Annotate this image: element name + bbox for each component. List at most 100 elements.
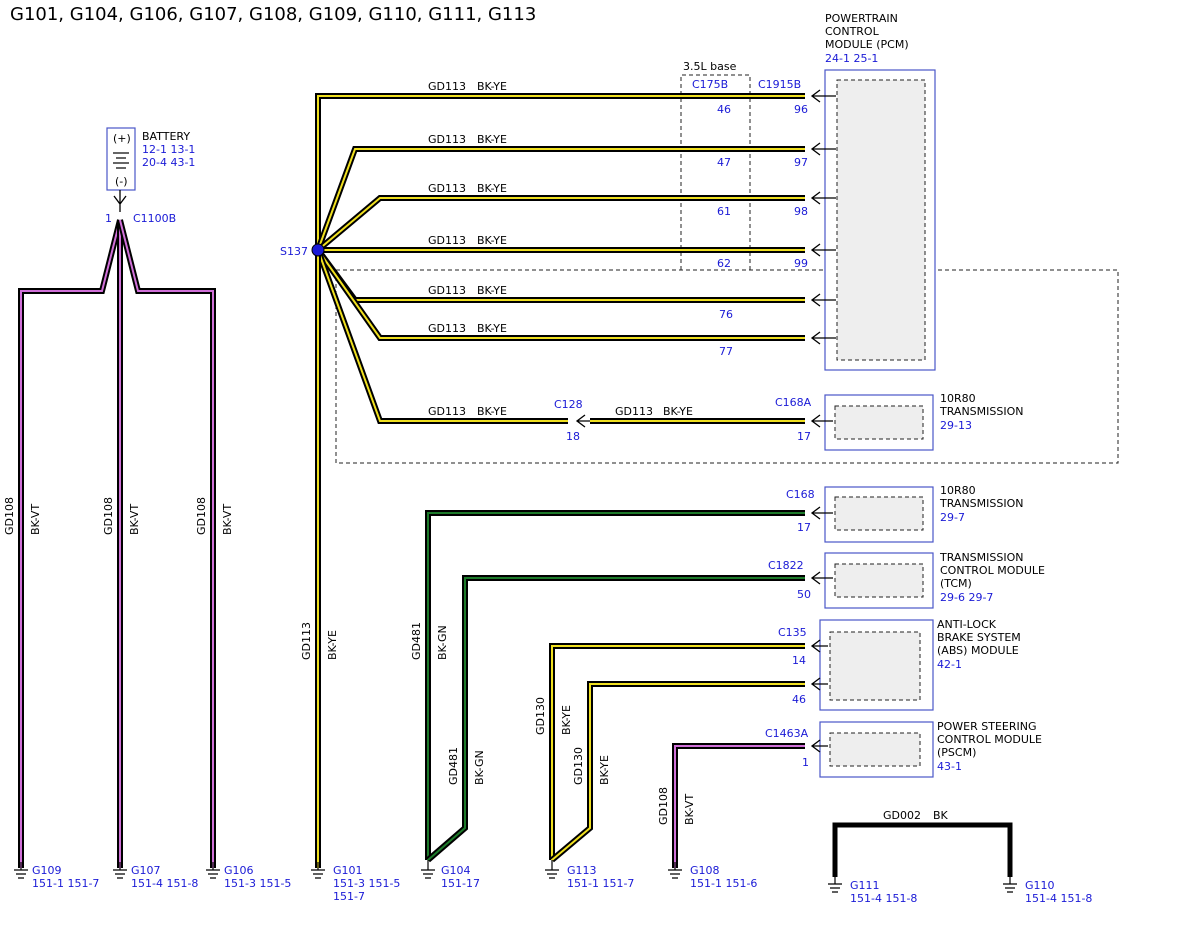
pin-number: 47: [717, 156, 731, 169]
connector-c1915b[interactable]: C1915B: [758, 78, 801, 91]
pin-number: 17: [797, 521, 811, 534]
pcm-name-line-3: MODULE (PCM): [825, 38, 909, 51]
ground-g107-label[interactable]: G107: [131, 864, 161, 877]
transmission-module-c168a[interactable]: 10R80 TRANSMISSION 29-13: [824, 392, 1023, 451]
battery-refs-1[interactable]: 12-1 13-1: [142, 143, 195, 156]
wire-gd130-c135-14: [549, 643, 805, 860]
pcm-module[interactable]: POWERTRAIN CONTROL MODULE (PCM) 24-1 25-…: [824, 12, 936, 371]
wire-label-gd130: GD130: [534, 697, 547, 735]
trans-a-refs[interactable]: 29-13: [940, 419, 972, 432]
wire-color-bkye: BK-YE: [477, 405, 507, 418]
ground-g101-refs[interactable]: 151-3 151-5: [333, 877, 400, 890]
battery[interactable]: (+) (-) BATTERY 12-1 13-1 20-4 43-1: [106, 127, 195, 191]
ground-g106-label[interactable]: G106: [224, 864, 254, 877]
ground-g113-refs[interactable]: 151-1 151-7: [567, 877, 634, 890]
wire-color-bkgn: BK-GN: [473, 750, 486, 785]
connector-labels: C175B C1915B 46 47 61 62 96 97 98 99 76 …: [105, 78, 815, 769]
pin-number: 98: [794, 205, 808, 218]
ground-g101-refs-2[interactable]: 151-7: [333, 890, 365, 903]
tcm-module[interactable]: TRANSMISSION CONTROL MODULE (TCM) 29-6 2…: [824, 551, 1045, 609]
ground-g113-label[interactable]: G113: [567, 864, 597, 877]
wire-color-bkye: BK-YE: [477, 284, 507, 297]
battery-refs-2[interactable]: 20-4 43-1: [142, 156, 195, 169]
pscm-line-3: (PSCM): [937, 746, 976, 759]
wire-label-gd113: GD113: [428, 133, 466, 146]
connector-c1100b[interactable]: C1100B: [133, 212, 176, 225]
wire-color-bkye: BK-YE: [663, 405, 693, 418]
ground-g106-refs[interactable]: 151-3 151-5: [224, 877, 291, 890]
connector-c128[interactable]: C128: [554, 398, 583, 411]
pcm-name-line-2: CONTROL: [825, 25, 880, 38]
pin-number: 62: [717, 257, 731, 270]
connector-c168[interactable]: C168: [786, 488, 815, 501]
wire-color-bk: BK: [933, 809, 949, 822]
wire-color-bkye: BK-YE: [477, 80, 507, 93]
ground-g108-refs[interactable]: 151-1 151-6: [690, 877, 757, 890]
connector-c1822[interactable]: C1822: [768, 559, 804, 572]
tcm-refs[interactable]: 29-6 29-7: [940, 591, 993, 604]
connector-c1463a[interactable]: C1463A: [765, 727, 809, 740]
wire-gd113-pcm-76: [315, 248, 805, 303]
ground-g107-refs[interactable]: 151-4 151-8: [131, 877, 198, 890]
abs-module[interactable]: ANTI-LOCK BRAKE SYSTEM (ABS) MODULE 42-1: [819, 618, 1021, 711]
wire-gd113-pcm-77: [315, 248, 805, 341]
wire-color-bkye: BK-YE: [326, 630, 339, 660]
wire-labels: GD113 BK-YE GD113 BK-YE GD113 BK-YE GD11…: [428, 80, 949, 822]
wire-gd113-pcm-97: [315, 146, 805, 252]
transmission-module-c168[interactable]: 10R80 TRANSMISSION 29-7: [824, 484, 1023, 543]
pin-number: 1: [105, 212, 112, 225]
ground-g111-label[interactable]: G111: [850, 879, 880, 892]
trans-a-line-2: TRANSMISSION: [939, 405, 1023, 418]
tcm-line-2: CONTROL MODULE: [940, 564, 1045, 577]
splice-s137-label[interactable]: S137: [280, 245, 308, 258]
wire-color-bkvt: BK-VT: [128, 504, 141, 535]
wire-gd108-g109: [18, 219, 123, 868]
ground-g109-label[interactable]: G109: [32, 864, 62, 877]
wire-gd481-c168: [425, 510, 805, 860]
wire-color-bkye: BK-YE: [560, 705, 573, 735]
ground-g110-refs[interactable]: 151-4 151-8: [1025, 892, 1092, 905]
ground-g101-label[interactable]: G101: [333, 864, 363, 877]
pin-number: 46: [717, 103, 731, 116]
wire-label-gd002: GD002: [883, 809, 921, 822]
wire-color-bkye: BK-YE: [598, 755, 611, 785]
wire-color-bkgn: BK-GN: [436, 625, 449, 660]
wire-label-gd108: GD108: [195, 497, 208, 535]
abs-line-1: ANTI-LOCK: [937, 618, 997, 631]
wire-label-gd113: GD113: [615, 405, 653, 418]
wire-gd113-pcm-98: [316, 195, 805, 253]
ground-g108-label[interactable]: G108: [690, 864, 720, 877]
tcm-line-3: (TCM): [940, 577, 972, 590]
pscm-module[interactable]: POWER STEERING CONTROL MODULE (PSCM) 43-…: [819, 720, 1042, 778]
ground-g111-refs[interactable]: 151-4 151-8: [850, 892, 917, 905]
vertical-wire-labels: GD108 BK-VT GD108 BK-VT GD108 BK-VT GD11…: [3, 497, 696, 825]
wire-gd108-g106: [117, 219, 216, 868]
diagram-title: G101, G104, G106, G107, G108, G109, G110…: [10, 4, 536, 25]
ground-g104-label[interactable]: G104: [441, 864, 471, 877]
wire-color-bkvt: BK-VT: [29, 504, 42, 535]
wire-color-bkye: BK-YE: [477, 322, 507, 335]
connector-c175b[interactable]: C175B: [692, 78, 728, 91]
pin-number: 61: [717, 205, 731, 218]
battery-label: BATTERY: [142, 130, 190, 143]
connector-arrows: [113, 89, 836, 753]
wire-label-gd108: GD108: [3, 497, 16, 535]
battery-plus: (+): [113, 132, 131, 145]
ground-g110-label[interactable]: G110: [1025, 879, 1055, 892]
ground-g104-refs[interactable]: 151-17: [441, 877, 480, 890]
pin-number: 17: [797, 430, 811, 443]
wire-label-gd113: GD113: [428, 284, 466, 297]
abs-refs[interactable]: 42-1: [937, 658, 962, 671]
connector-c168a[interactable]: C168A: [775, 396, 812, 409]
trans-b-refs[interactable]: 29-7: [940, 511, 965, 524]
wire-color-bkye: BK-YE: [477, 234, 507, 247]
pcm-refs[interactable]: 24-1 25-1: [825, 52, 878, 65]
wire-label-gd481: GD481: [410, 622, 423, 660]
pin-number: 46: [792, 693, 806, 706]
splice-s137[interactable]: [311, 243, 325, 257]
pin-number: 18: [566, 430, 580, 443]
pscm-refs[interactable]: 43-1: [937, 760, 962, 773]
ground-g109-refs[interactable]: 151-1 151-7: [32, 877, 99, 890]
connector-c135[interactable]: C135: [778, 626, 807, 639]
